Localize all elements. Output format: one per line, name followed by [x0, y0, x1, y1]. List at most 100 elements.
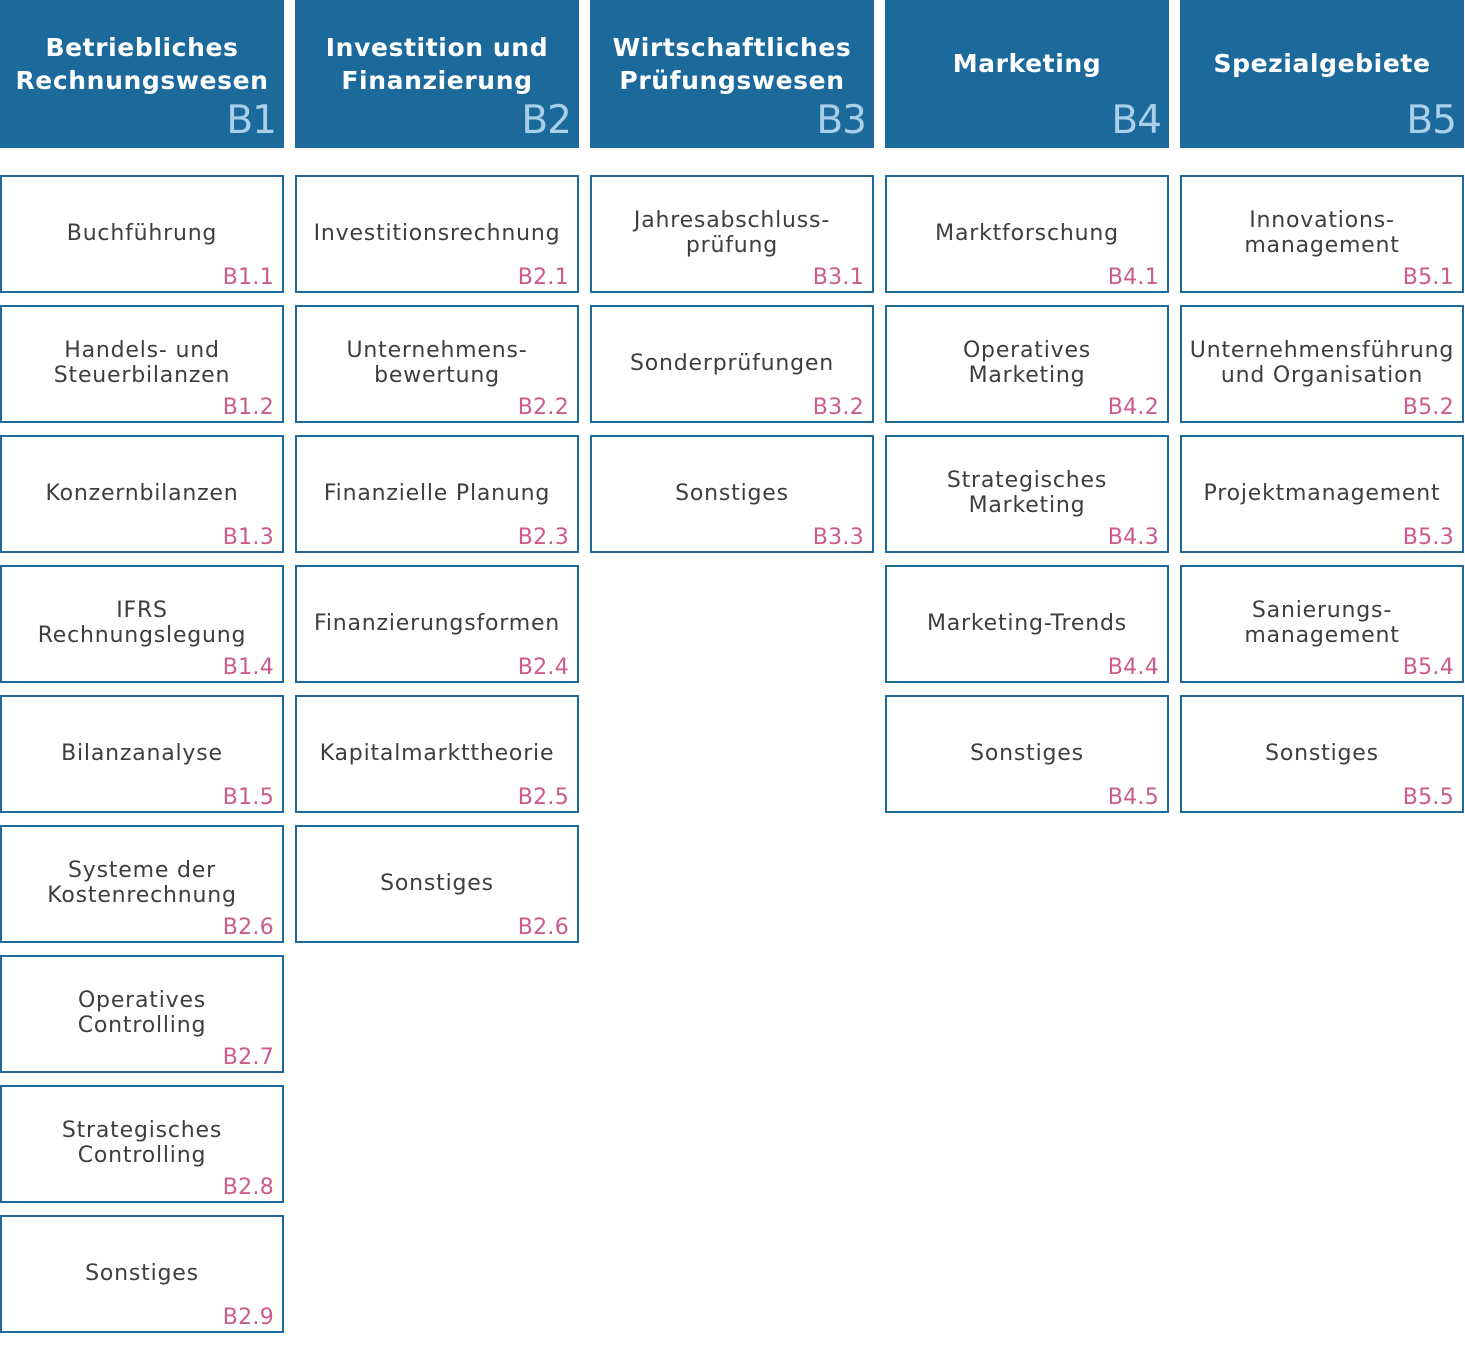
category-label: Sanierungs- management: [1244, 598, 1400, 648]
category-code: B2.1: [517, 265, 569, 290]
category-label: Kapitalmarkttheorie: [319, 740, 555, 766]
column-b1: Betriebliches Rechnungswesen B1 Buchführ…: [0, 0, 284, 1333]
column-b5: Spezialgebiete B5 Innovations- managemen…: [1180, 0, 1464, 813]
column-header: Betriebliches Rechnungswesen B1: [0, 0, 284, 148]
column-header: Investition und Finanzierung B2: [295, 0, 579, 148]
category-label: Strategisches Controlling: [61, 1118, 223, 1168]
category-label: Sonstiges: [380, 870, 494, 896]
category-code: B3.1: [812, 265, 864, 290]
category-code: B5.2: [1402, 395, 1454, 420]
category-code: B2.8: [222, 1175, 274, 1200]
category-label: Sonderprüfungen: [630, 350, 834, 376]
column-b2: Investition und Finanzierung B2 Investit…: [295, 0, 579, 943]
category-label: Sonstiges: [675, 480, 789, 506]
category-label: Innovations- management: [1244, 208, 1400, 258]
category-label: Projektmanagement: [1203, 480, 1441, 506]
category-label: Strategisches Marketing: [946, 468, 1108, 518]
category-code: B1.1: [222, 265, 274, 290]
category-label: Marktforschung: [935, 220, 1119, 246]
column-header: Wirtschaftliches Prüfungswesen B3: [590, 0, 874, 148]
category-label: Marketing-Trends: [926, 610, 1128, 636]
category-code: B3.3: [812, 525, 864, 550]
category-label: Handels- und Steuerbilanzen: [53, 338, 231, 388]
category-label: Investitionsrechnung: [313, 220, 561, 246]
category-label: Finanzierungsformen: [313, 610, 561, 636]
category-label: Sonstiges: [970, 740, 1084, 766]
column-code: B2: [521, 98, 572, 143]
category-code: B1.4: [222, 655, 274, 680]
column-title: Wirtschaftliches Prüfungswesen: [612, 32, 852, 95]
category-code: B5.5: [1402, 785, 1454, 810]
column-title: Betriebliches Rechnungswesen: [15, 32, 269, 95]
category-label: Sonstiges: [85, 1260, 199, 1286]
column-code: B1: [226, 98, 277, 143]
category-label: Systeme der Kostenrechnung: [47, 858, 237, 908]
category-label: Buchführung: [66, 220, 218, 246]
category-code: B1.5: [222, 785, 274, 810]
category-label: Konzernbilanzen: [45, 480, 239, 506]
category-code: B2.9: [222, 1305, 274, 1330]
category-code: B2.6: [517, 915, 569, 940]
category-label: Operatives Marketing: [962, 338, 1092, 388]
category-code: B5.4: [1402, 655, 1454, 680]
category-label: Finanzielle Planung: [323, 480, 551, 506]
column-title: Investition und Finanzierung: [325, 32, 549, 95]
category-label: Unternehmensführung und Organisation: [1189, 338, 1455, 388]
category-code: B4.1: [1107, 265, 1159, 290]
column-title: Marketing: [952, 49, 1102, 78]
category-label: Unternehmens- bewertung: [346, 338, 528, 388]
column-header: Spezialgebiete B5: [1180, 0, 1464, 148]
category-code: B1.2: [222, 395, 274, 420]
column-code: B5: [1406, 98, 1457, 143]
column-title: Spezialgebiete: [1213, 49, 1431, 78]
category-code: B2.3: [517, 525, 569, 550]
column-code: B3: [816, 98, 867, 143]
category-code: B2.5: [517, 785, 569, 810]
category-label: Bilanzanalyse: [61, 740, 223, 766]
category-label: IFRS Rechnungslegung: [37, 598, 247, 648]
category-code: B2.6: [222, 915, 274, 940]
category-code: B4.5: [1107, 785, 1159, 810]
category-code: B1.3: [222, 525, 274, 550]
category-code: B5.3: [1402, 525, 1454, 550]
category-code: B2.2: [517, 395, 569, 420]
category-label: Jahresabschluss- prüfung: [633, 208, 831, 258]
category-code: B4.4: [1107, 655, 1159, 680]
column-code: B4: [1111, 98, 1162, 143]
category-code: B4.2: [1107, 395, 1159, 420]
category-code: B2.7: [222, 1045, 274, 1070]
